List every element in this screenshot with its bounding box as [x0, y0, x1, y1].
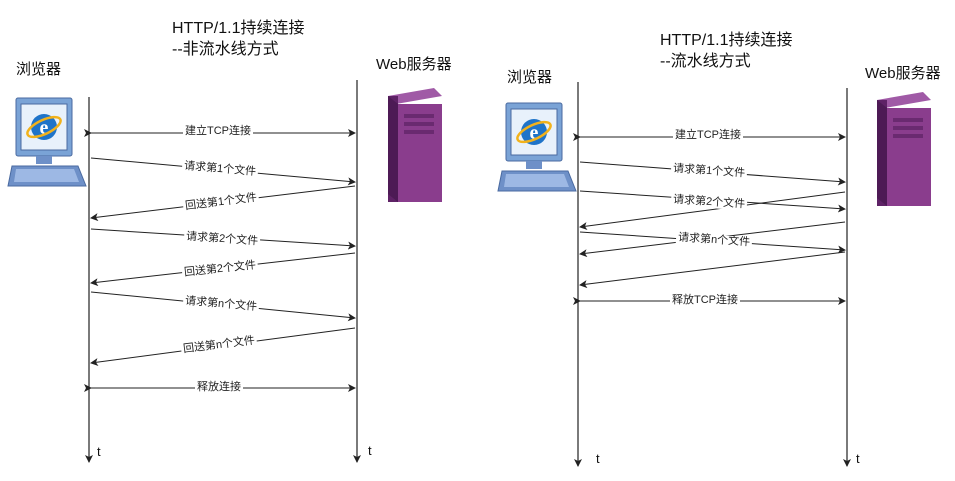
left-title-line2: --非流水线方式 — [172, 41, 279, 58]
svg-text:e: e — [530, 122, 539, 144]
left-title: HTTP/1.1持续连接 --非流水线方式 — [172, 18, 304, 60]
right-title-line1: HTTP/1.1持续连接 — [660, 32, 793, 49]
right-title: HTTP/1.1持续连接 --流水线方式 — [660, 30, 792, 72]
server-tower-icon — [388, 88, 442, 202]
right-time-label-server: t — [856, 451, 860, 466]
right-client-label: 浏览器 — [507, 69, 553, 86]
computer-ie-icon: e — [7, 97, 87, 187]
left-time-label-client: t — [97, 444, 101, 459]
left-client-label: 浏览器 — [16, 61, 62, 78]
right-arrow-resp1 — [579, 191, 846, 231]
svg-text:e: e — [40, 117, 49, 139]
left-server-label: Web服务器 — [376, 56, 452, 73]
left-msg-release: 释放连接 — [195, 381, 243, 393]
server-tower-icon — [877, 92, 931, 206]
right-title-line2: --流水线方式 — [660, 53, 751, 70]
right-msg-release: 释放TCP连接 — [670, 294, 740, 306]
right-arrow-respn — [579, 251, 846, 289]
right-msg-connect: 建立TCP连接 — [673, 129, 743, 141]
left-msg-connect: 建立TCP连接 — [183, 125, 253, 137]
right-server-label: Web服务器 — [865, 65, 941, 82]
left-time-label-server: t — [368, 443, 372, 458]
right-time-label-client: t — [596, 451, 600, 466]
left-title-line1: HTTP/1.1持续连接 — [172, 20, 305, 37]
computer-ie-icon: e — [497, 102, 577, 192]
